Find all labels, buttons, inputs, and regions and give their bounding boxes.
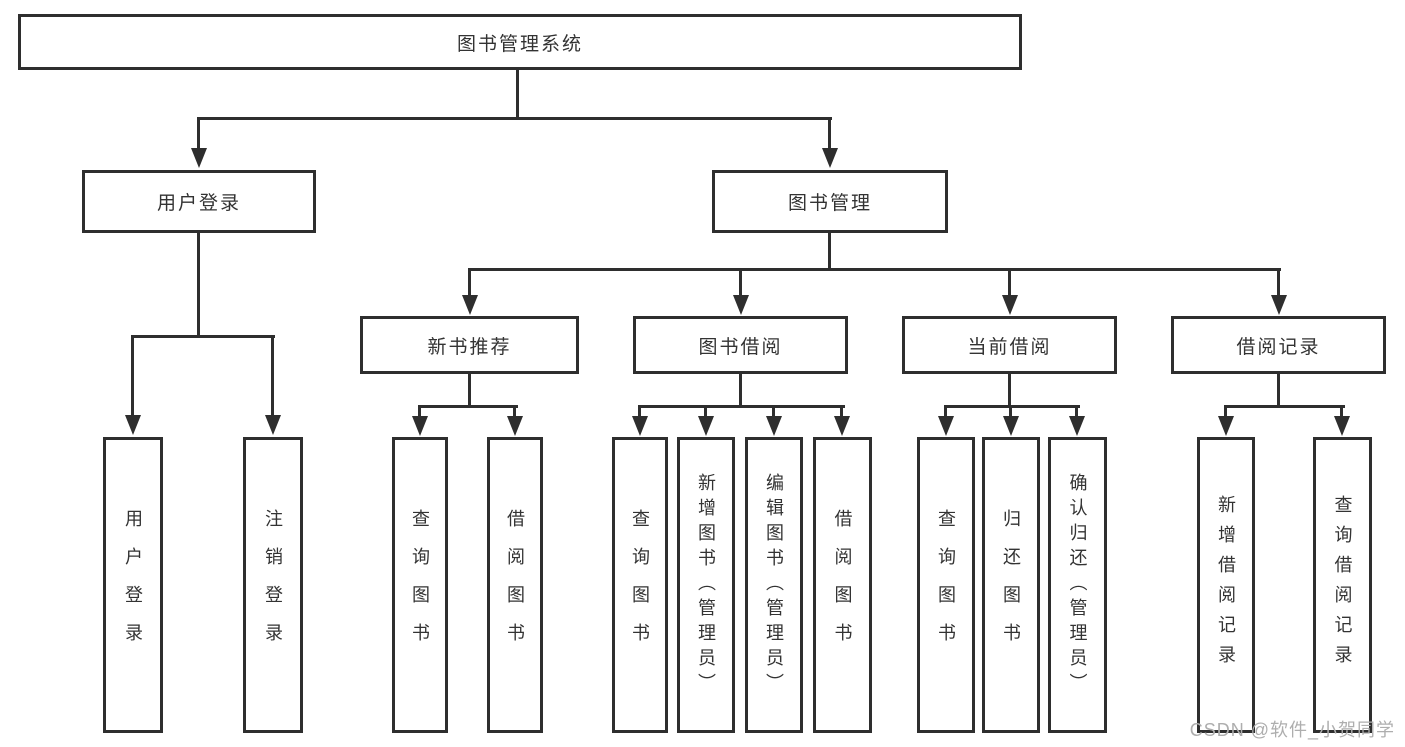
arrowhead-icon (834, 416, 850, 436)
arrowhead-icon (766, 416, 782, 436)
connector (944, 405, 1080, 408)
connector (418, 405, 421, 417)
connector (197, 233, 200, 335)
arrowhead-icon (822, 148, 838, 168)
connector (1224, 405, 1345, 408)
node-borrow-records: 借阅记录 (1171, 316, 1386, 374)
connector (132, 335, 275, 338)
node-book-management-label: 图书管理 (787, 193, 872, 214)
leaf-borrow-books: 借阅图书 (813, 437, 872, 733)
connector (739, 374, 742, 405)
arrowhead-icon (1002, 295, 1018, 315)
connector (1009, 405, 1012, 417)
leaf-borrow-books-label: 借阅图书 (832, 509, 853, 661)
arrowhead-icon (1069, 416, 1085, 436)
leaf-confirm-return-admin-label: 确认归还（管理员） (1067, 472, 1088, 698)
leaf-query-books-current-label: 查询图书 (936, 509, 956, 661)
connector (944, 405, 947, 417)
arrowhead-icon (698, 416, 714, 436)
connector (513, 405, 516, 417)
connector (704, 405, 707, 417)
arrowhead-icon (1334, 416, 1350, 436)
node-book-management: 图书管理 (712, 170, 948, 233)
leaf-query-books-recommend: 查询图书 (392, 437, 448, 733)
connector (197, 117, 200, 149)
leaf-query-books-current: 查询图书 (917, 437, 975, 733)
arrowhead-icon (632, 416, 648, 436)
arrowhead-icon (191, 148, 207, 168)
leaf-add-books-admin-label: 新增图书（管理员） (696, 472, 716, 698)
leaf-query-borrow-record-label: 查询借阅记录 (1332, 495, 1353, 675)
connector (1224, 405, 1227, 417)
leaf-borrow-books-recommend: 借阅图书 (487, 437, 543, 733)
connector (840, 405, 843, 417)
connector (1008, 268, 1011, 296)
node-new-book-recommend-label: 新书推荐 (427, 336, 512, 358)
leaf-query-books-borrow: 查询图书 (612, 437, 668, 733)
arrowhead-icon (507, 416, 523, 436)
connector (1075, 405, 1078, 417)
leaf-user-login: 用户登录 (103, 437, 163, 733)
connector (468, 268, 471, 296)
node-book-borrow: 图书借阅 (633, 316, 848, 374)
connector (198, 117, 832, 120)
connector (1008, 374, 1011, 405)
arrowhead-icon (265, 415, 281, 435)
arrowhead-icon (125, 415, 141, 435)
leaf-query-books-recommend-label: 查询图书 (410, 509, 430, 661)
node-user-login: 用户登录 (82, 170, 316, 233)
arrowhead-icon (1003, 416, 1019, 436)
connector (131, 335, 134, 416)
connector (1277, 268, 1280, 296)
node-current-borrow-label: 当前借阅 (967, 336, 1052, 358)
connector (638, 405, 641, 417)
leaf-return-books-label: 归还图书 (1001, 509, 1021, 661)
connector (828, 233, 831, 270)
leaf-borrow-books-recommend-label: 借阅图书 (505, 509, 525, 661)
connector (516, 70, 519, 117)
connector (828, 117, 831, 149)
node-root: 图书管理系统 (18, 14, 1022, 70)
connector (1340, 405, 1343, 417)
node-borrow-records-label: 借阅记录 (1236, 336, 1321, 358)
arrowhead-icon (1271, 295, 1287, 315)
arrowhead-icon (938, 416, 954, 436)
leaf-confirm-return-admin: 确认归还（管理员） (1048, 437, 1107, 733)
node-new-book-recommend: 新书推荐 (360, 316, 579, 374)
connector (772, 405, 775, 417)
leaf-user-login-label: 用户登录 (123, 509, 143, 661)
leaf-query-books-borrow-label: 查询图书 (630, 509, 650, 661)
watermark: CSDN @软件_小贺同学 (1189, 720, 1395, 740)
leaf-add-borrow-record: 新增借阅记录 (1197, 437, 1255, 733)
arrowhead-icon (733, 295, 749, 315)
connector (468, 268, 1281, 271)
leaf-query-borrow-record: 查询借阅记录 (1313, 437, 1372, 733)
connector (739, 268, 742, 296)
node-current-borrow: 当前借阅 (902, 316, 1117, 374)
connector (638, 405, 845, 408)
node-book-borrow-label: 图书借阅 (698, 336, 783, 358)
leaf-logout: 注销登录 (243, 437, 303, 733)
leaf-add-borrow-record-label: 新增借阅记录 (1216, 495, 1236, 675)
connector (468, 374, 471, 405)
leaf-return-books: 归还图书 (982, 437, 1040, 733)
arrowhead-icon (412, 416, 428, 436)
arrowhead-icon (1218, 416, 1234, 436)
connector (419, 405, 518, 408)
leaf-add-books-admin: 新增图书（管理员） (677, 437, 735, 733)
node-user-login-label: 用户登录 (156, 193, 241, 214)
leaf-edit-books-admin: 编辑图书（管理员） (745, 437, 803, 733)
leaf-edit-books-admin-label: 编辑图书（管理员） (764, 472, 784, 698)
leaf-logout-label: 注销登录 (263, 509, 283, 661)
connector (1277, 374, 1280, 405)
arrowhead-icon (462, 295, 478, 315)
connector (271, 335, 274, 416)
node-root-label: 图书管理系统 (456, 33, 583, 55)
